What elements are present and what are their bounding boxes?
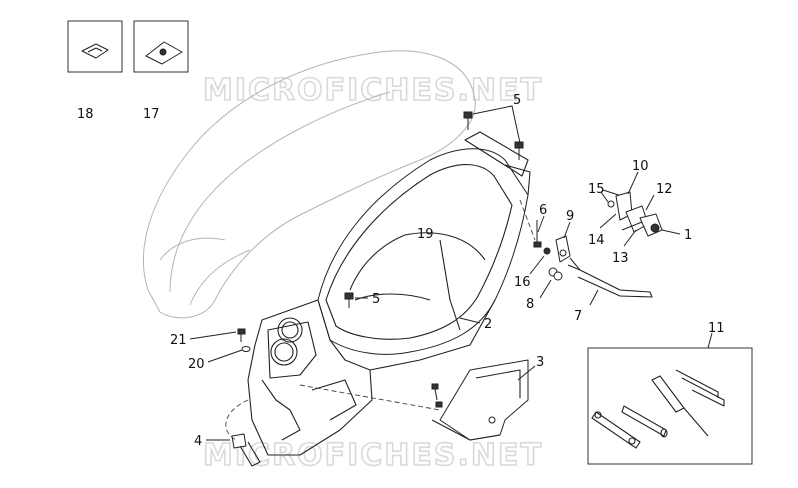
- lock-assembly: [602, 189, 663, 237]
- callout-2: 2: [484, 317, 492, 332]
- callout-19: 19: [417, 227, 434, 242]
- leader-21: [189, 331, 237, 340]
- callout-15: 15: [588, 182, 605, 197]
- alignment-dash-latch: [519, 199, 536, 241]
- leader-15: [600, 191, 609, 203]
- callout-21: 21: [170, 333, 187, 348]
- leader-16: [529, 255, 545, 275]
- callout-7: 7: [574, 309, 582, 324]
- leader-6: [537, 215, 545, 233]
- leader-10: [627, 171, 639, 195]
- screw-21-washer-20: [237, 328, 251, 352]
- watermark-bottom: MICROFICHES.NET: [203, 438, 543, 473]
- bolt-4: [231, 433, 261, 467]
- alignment-dash-left: [225, 399, 249, 441]
- alignment-dash-right: [299, 384, 441, 411]
- leader-3: [517, 365, 536, 381]
- callout-5-inner: 5: [372, 292, 380, 307]
- callout-20: 20: [188, 357, 205, 372]
- callout-8: 8: [526, 297, 534, 312]
- helmet-compartment: [247, 131, 531, 456]
- leader-1: [661, 229, 681, 235]
- callout-6: 6: [539, 203, 547, 218]
- callout-5-top: 5: [513, 93, 521, 108]
- callout-12: 12: [656, 182, 673, 197]
- watermark-top: MICROFICHES.NET: [203, 73, 543, 108]
- callout-14: 14: [588, 233, 605, 248]
- leader-8: [539, 279, 552, 299]
- callout-4: 4: [194, 434, 202, 449]
- leader-14: [599, 213, 617, 229]
- leader-13: [623, 229, 637, 247]
- seat-outline: [142, 50, 476, 319]
- leader-12: [645, 194, 655, 211]
- leader-20: [207, 349, 243, 363]
- detail-box-18: [67, 20, 123, 73]
- callout-11: 11: [708, 321, 725, 336]
- cover-plate-3: [431, 359, 529, 441]
- screw-5-inner: [344, 292, 368, 308]
- callout-3: 3: [536, 355, 544, 370]
- callout-9: 9: [566, 209, 574, 224]
- leader-7: [589, 289, 599, 306]
- callout-1: 1: [684, 228, 692, 243]
- leader-9: [563, 221, 571, 239]
- callout-16: 16: [514, 275, 531, 290]
- leader-2: [459, 317, 481, 324]
- screw-5-top: [463, 105, 524, 160]
- callout-18: 18: [77, 107, 94, 122]
- tool-kit-box: [587, 347, 753, 465]
- leader-11: [707, 332, 713, 349]
- callout-13: 13: [612, 251, 629, 266]
- callout-17: 17: [143, 107, 160, 122]
- detail-box-17: [133, 20, 189, 73]
- callout-10: 10: [632, 159, 649, 174]
- latch-assembly: [533, 220, 653, 298]
